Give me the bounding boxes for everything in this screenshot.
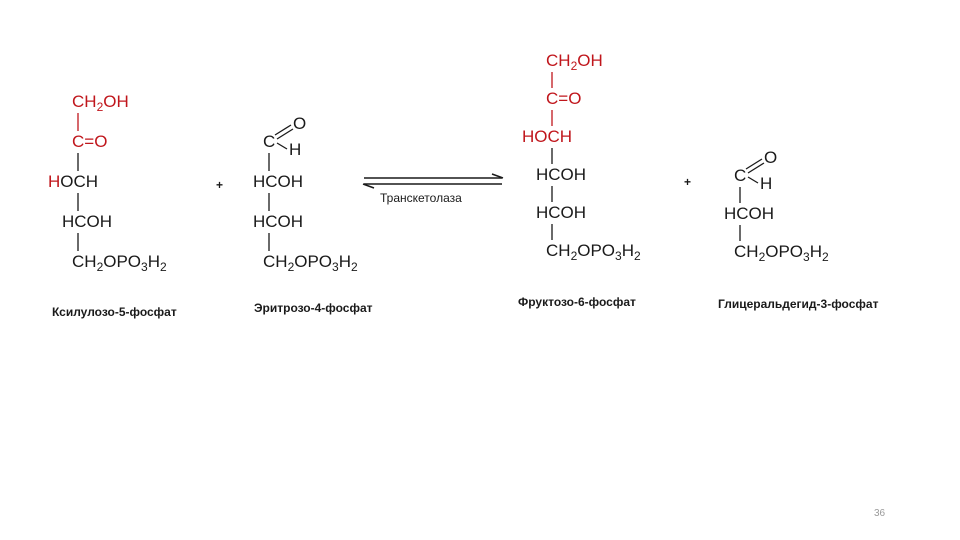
subscript: 2 xyxy=(571,249,578,263)
atom-symbol: HCOH xyxy=(536,203,586,222)
atom-symbol: H xyxy=(148,252,160,271)
atom-symbol: HCOH xyxy=(536,165,586,184)
group-row: C=O xyxy=(72,132,107,151)
group-row: CH2OH xyxy=(72,92,129,114)
enzyme-label: Транскетолаза xyxy=(380,191,462,205)
atom-symbol: HCOH xyxy=(253,212,303,231)
group-row: HCOH xyxy=(724,204,774,223)
atom-symbol: C=O xyxy=(72,132,107,151)
subscript: 2 xyxy=(571,59,578,73)
atom-symbol: HCOH xyxy=(253,172,303,191)
subscript: 3 xyxy=(615,249,622,263)
group-row: HCOH xyxy=(536,203,586,222)
group-row: HOCH xyxy=(522,127,572,146)
subscript: 2 xyxy=(97,260,104,274)
subscript: 3 xyxy=(803,250,810,264)
atom-symbol: OCH xyxy=(60,172,98,191)
double-bond xyxy=(274,124,292,136)
atom-symbol: C=O xyxy=(546,89,581,108)
single-bond xyxy=(276,142,288,150)
subscript: 2 xyxy=(822,250,829,264)
subscript: 2 xyxy=(634,249,641,263)
atom-symbol: H xyxy=(339,252,351,271)
group-row: CH2OH xyxy=(546,51,603,73)
group-row: C xyxy=(734,166,746,185)
oxygen-atom: O xyxy=(293,114,306,133)
group-row: CH2OPO3H2 xyxy=(734,242,829,264)
atom-symbol: OPO xyxy=(294,252,332,271)
double-bond xyxy=(747,162,765,174)
group-row: HCOH xyxy=(536,165,586,184)
atom-symbol: H xyxy=(810,242,822,261)
subscript: 3 xyxy=(141,260,148,274)
equilibrium-arrow xyxy=(362,173,504,189)
group-row: HCOH xyxy=(62,212,112,231)
molecule-Фруктозо-6-фосфат: CH2OHC=OHOCHHCOHHCOHCH2OPO3H2Фруктозо-6-… xyxy=(518,51,641,309)
oxygen-atom: O xyxy=(764,148,777,167)
atom-symbol: CH xyxy=(734,242,759,261)
atom-symbol: C xyxy=(734,166,746,185)
atom-symbol: HCOH xyxy=(724,204,774,223)
group-row: C=O xyxy=(546,89,581,108)
reverse-arrow-head xyxy=(362,183,375,189)
group-row: HOCH xyxy=(48,172,98,191)
compound-name: Ксилулозо-5-фосфат xyxy=(52,305,177,319)
single-bond xyxy=(747,176,759,184)
molecules-layer: CH2OHC=OHOCHHCOHCH2OPO3H2Ксилулозо-5-фос… xyxy=(48,51,879,319)
subscript: 2 xyxy=(160,260,167,274)
atom-symbol: OPO xyxy=(765,242,803,261)
compound-name: Фруктозо-6-фосфат xyxy=(518,295,636,309)
plus-sign-substrates: + xyxy=(216,178,223,192)
group-row: HCOH xyxy=(253,212,303,231)
subscript: 2 xyxy=(288,260,295,274)
group-row: C xyxy=(263,132,275,151)
atom-symbol: CH xyxy=(546,51,571,70)
subscript: 3 xyxy=(332,260,339,274)
atom-symbol: OPO xyxy=(103,252,141,271)
double-bond xyxy=(276,128,294,140)
subscript: 2 xyxy=(97,100,104,114)
compound-name: Эритрозо-4-фосфат xyxy=(254,301,373,315)
page-number: 36 xyxy=(874,508,886,519)
double-bond xyxy=(745,158,763,170)
group-row: CH2OPO3H2 xyxy=(546,241,641,263)
subscript: 2 xyxy=(351,260,358,274)
group-row: HCOH xyxy=(253,172,303,191)
atom-symbol: OH xyxy=(577,51,603,70)
atom-symbol: H xyxy=(48,172,60,191)
hydrogen-atom: H xyxy=(760,174,772,193)
atom-symbol: OPO xyxy=(577,241,615,260)
molecule-Ксилулозо-5-фосфат: CH2OHC=OHOCHHCOHCH2OPO3H2Ксилулозо-5-фос… xyxy=(48,92,177,319)
atom-symbol: CH xyxy=(263,252,288,271)
atom-symbol: OH xyxy=(103,92,129,111)
atom-symbol: H xyxy=(622,241,634,260)
compound-name: Глицеральдегид-3-фосфат xyxy=(718,297,879,311)
atom-symbol: CH xyxy=(72,92,97,111)
group-row: CH2OPO3H2 xyxy=(263,252,358,274)
atom-symbol: HOCH xyxy=(522,127,572,146)
atom-symbol: CH xyxy=(546,241,571,260)
hydrogen-atom: H xyxy=(289,140,301,159)
forward-arrow-head xyxy=(491,173,504,179)
atom-symbol: HCOH xyxy=(62,212,112,231)
atom-symbol: CH xyxy=(72,252,97,271)
plus-sign-products: + xyxy=(684,175,691,189)
group-row: CH2OPO3H2 xyxy=(72,252,167,274)
atom-symbol: C xyxy=(263,132,275,151)
subscript: 2 xyxy=(759,250,766,264)
